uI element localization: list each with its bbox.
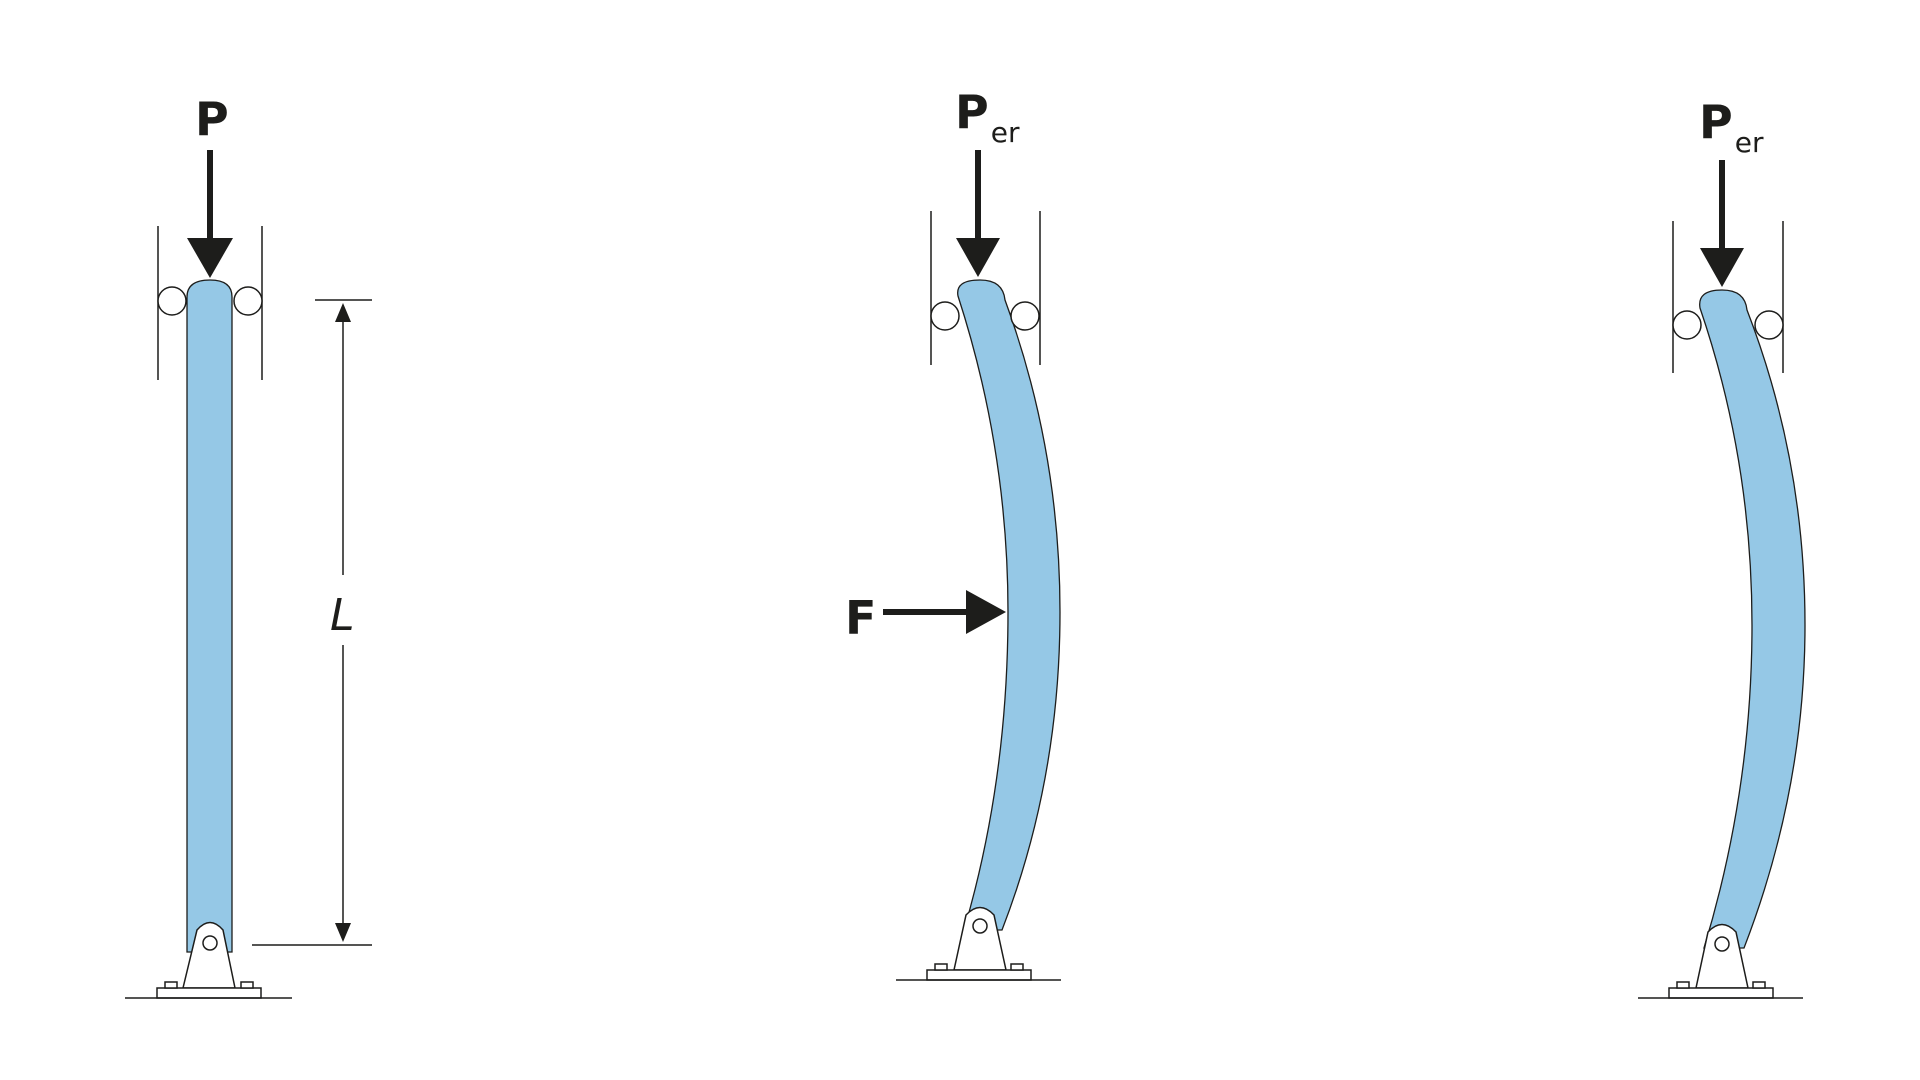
load-arrow-head	[956, 238, 1000, 277]
support-base-plate	[1668, 987, 1774, 999]
support-clevis	[953, 906, 1007, 971]
support-base-plate	[926, 969, 1032, 981]
support-clevis	[1695, 923, 1749, 989]
length-dimension: L	[252, 299, 372, 946]
support-bolt-left	[1676, 981, 1690, 989]
length-label: L	[330, 590, 355, 641]
support-pin	[202, 935, 218, 951]
support-bolt-right	[240, 981, 254, 989]
load-arrow-head	[187, 238, 233, 278]
buckled-column-with-force-group: Per F	[845, 85, 1061, 981]
load-label: Per	[955, 85, 1020, 149]
support-bolt-left	[934, 963, 948, 971]
pinned-support	[896, 906, 1061, 981]
lateral-force-arrow-head	[966, 590, 1006, 634]
buckled-column-group: Per	[1638, 95, 1806, 999]
buckled-column	[957, 279, 1061, 931]
left-roller	[1672, 310, 1702, 340]
straight-column	[186, 279, 233, 953]
buckled-column	[1699, 289, 1806, 949]
support-bolt-left	[164, 981, 178, 989]
dimension-arrow-top	[335, 303, 351, 322]
left-roller	[157, 286, 187, 316]
pinned-support	[1638, 923, 1803, 999]
support-pin	[972, 918, 988, 934]
support-base-plate	[156, 987, 262, 999]
right-roller	[1754, 310, 1784, 340]
support-pin	[1714, 936, 1730, 952]
dimension-arrow-bottom	[335, 923, 351, 942]
load-label: Per	[1699, 95, 1764, 159]
right-roller	[1010, 301, 1040, 331]
pinned-support	[125, 921, 292, 999]
lateral-force-label: F	[845, 591, 876, 645]
load-arrow-head	[1700, 248, 1744, 287]
left-roller	[930, 301, 960, 331]
straight-column-group: P L	[125, 92, 372, 999]
support-bolt-right	[1752, 981, 1766, 989]
load-label: P	[195, 92, 229, 146]
support-clevis	[182, 921, 236, 989]
support-bolt-right	[1010, 963, 1024, 971]
right-roller	[233, 286, 263, 316]
